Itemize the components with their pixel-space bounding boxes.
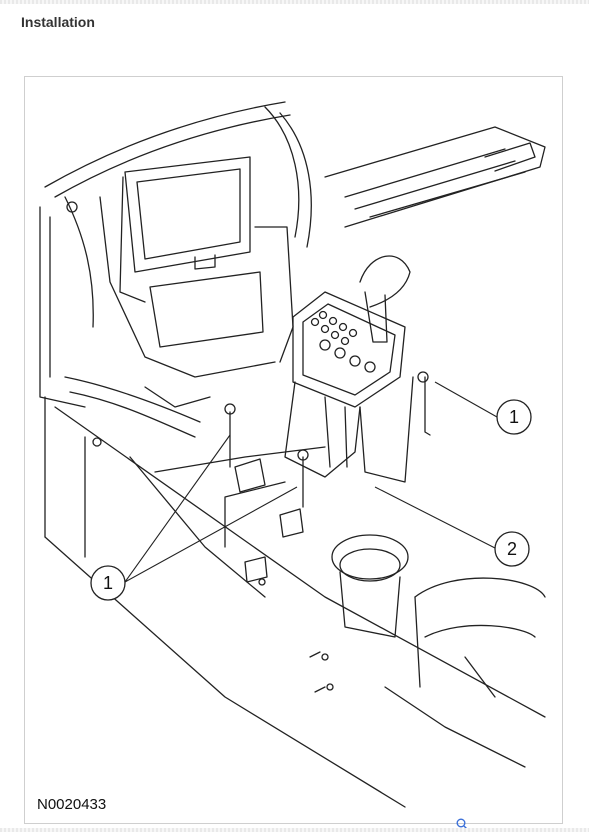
callout-label: 1 <box>103 573 113 593</box>
figure-id: N0020433 <box>37 796 107 813</box>
section-title: Installation <box>21 14 95 30</box>
callout-circle-1-left <box>90 565 126 601</box>
callout-circle-2 <box>494 531 530 567</box>
callout-circle-1-right <box>496 399 532 435</box>
installation-diagram: 1 2 1 <box>39 101 546 808</box>
bottom-divider <box>0 828 589 832</box>
figure-frame: 1 2 1 N0020433 <box>24 76 563 824</box>
callout-label: 2 <box>507 539 517 559</box>
callout-label: 1 <box>509 407 519 427</box>
top-divider <box>0 0 589 4</box>
